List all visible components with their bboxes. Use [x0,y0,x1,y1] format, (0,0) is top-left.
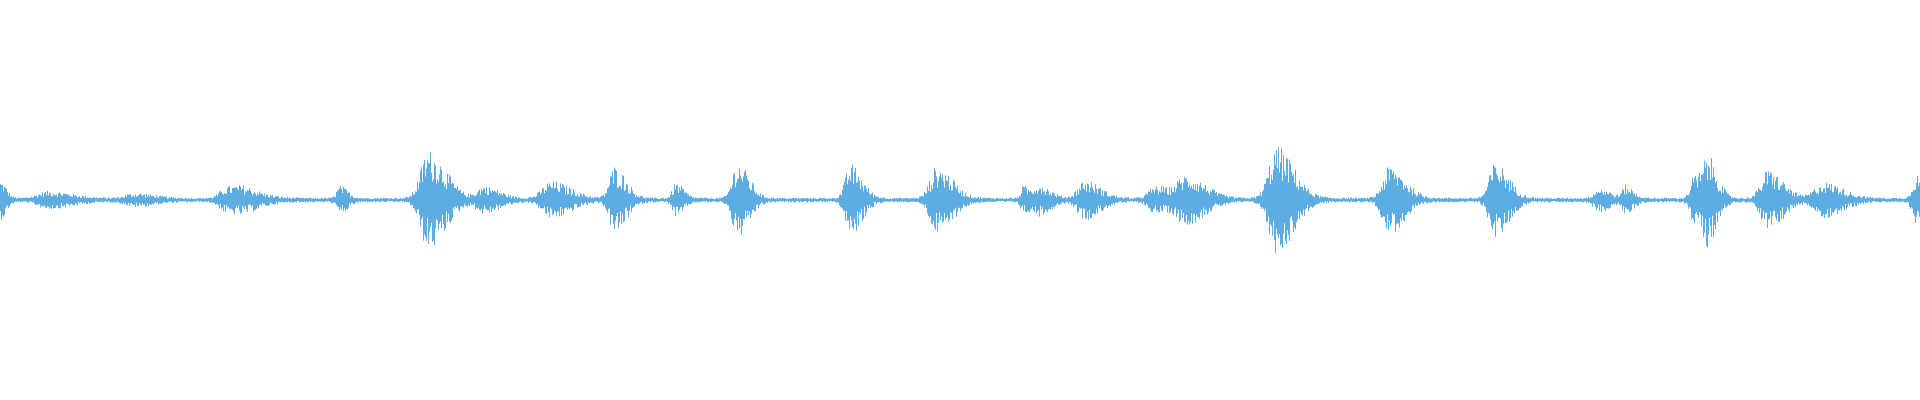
waveform-samples [0,147,1920,254]
waveform-trace [0,147,1920,254]
